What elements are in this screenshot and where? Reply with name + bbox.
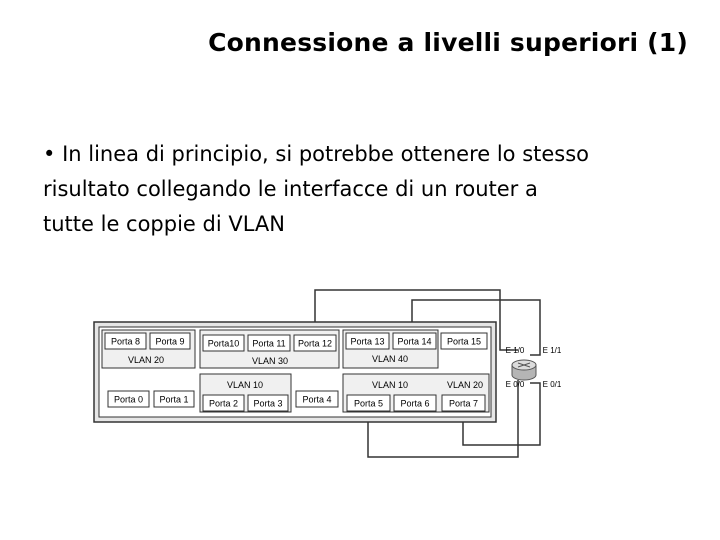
router-icon [511, 359, 537, 381]
port-label-1: Porta 1 [159, 395, 188, 405]
cables [314, 289, 541, 458]
vlan-labels: VLAN 20 VLAN 30 VLAN 40 VLAN 10 VLAN 10 … [128, 354, 483, 390]
slide-title: Connessione a livelli superiori (1) [208, 28, 688, 57]
cable-port14-to-e11 [411, 299, 541, 356]
cable-port7-to-e01 [462, 382, 541, 446]
port-label-15: Porta 15 [447, 337, 481, 347]
port-box-10 [202, 334, 245, 352]
port-box-2 [202, 394, 245, 412]
vlan-label-bot-right-b: VLAN 20 [447, 380, 483, 390]
port-label-6: Porta 6 [400, 399, 429, 409]
port-box-12 [293, 334, 337, 352]
port-box-9 [149, 332, 191, 350]
port-label-7: Porta 7 [449, 399, 478, 409]
port-label-14: Porta 14 [397, 337, 431, 347]
port-box-0 [107, 390, 150, 408]
port-box-14 [392, 332, 437, 350]
port-boxes [104, 332, 488, 412]
bullet-line-1-text: In linea di principio, si potrebbe otten… [62, 142, 590, 166]
port-box-3 [247, 394, 289, 412]
port-label-4: Porta 4 [302, 395, 331, 405]
vlan-label-top-left: VLAN 20 [128, 355, 164, 365]
port-box-4 [295, 390, 339, 408]
cable-port12-to-e10 [314, 289, 518, 351]
port-box-7 [441, 394, 486, 412]
port-label-3: Porta 3 [253, 399, 282, 409]
bullet-line-3: tutte le coppie di VLAN [43, 212, 285, 236]
port-box-15 [440, 332, 488, 350]
bullet-line-1: • In linea di principio, si potrebbe ott… [43, 137, 703, 172]
port-label-12: Porta 12 [298, 339, 332, 349]
vlan-label-top-right: VLAN 40 [372, 354, 408, 364]
port-box-13 [345, 332, 390, 350]
iface-label-e10: E 1/0 [506, 346, 525, 355]
port-labels: Porta 8 Porta 9 Porta10 Porta 11 Porta 1… [111, 337, 481, 409]
port-label-0: Porta 0 [114, 395, 143, 405]
bullet-marker: • [43, 142, 56, 166]
iface-label-e11: E 1/1 [543, 346, 562, 355]
port-label-2: Porta 2 [209, 399, 238, 409]
vlan-label-bot-right-a: VLAN 10 [372, 380, 408, 390]
router-interface-labels: E 1/0 E 1/1 E 0/0 E 0/1 [506, 346, 562, 389]
port-label-13: Porta 13 [350, 337, 384, 347]
port-label-9: Porta 9 [155, 337, 184, 347]
port-box-1 [153, 390, 195, 408]
port-box-11 [247, 334, 291, 352]
port-label-11: Porta 11 [252, 339, 285, 349]
port-label-5: Porta 5 [354, 399, 383, 409]
iface-label-e01: E 0/1 [543, 380, 562, 389]
port-label-10: Porta10 [208, 339, 240, 349]
port-label-8: Porta 8 [111, 337, 140, 347]
port-box-6 [393, 394, 437, 412]
iface-label-e00: E 0/0 [506, 380, 525, 389]
vlan-label-top-mid: VLAN 30 [252, 356, 288, 366]
bullet-text: • In linea di principio, si potrebbe ott… [43, 137, 703, 242]
cable-port5-to-e00 [367, 380, 519, 458]
port-box-8 [104, 332, 147, 350]
port-box-5 [346, 394, 391, 412]
vlan-label-bot-mid: VLAN 10 [227, 380, 263, 390]
bullet-line-2: risultato collegando le interfacce di un… [43, 177, 538, 201]
